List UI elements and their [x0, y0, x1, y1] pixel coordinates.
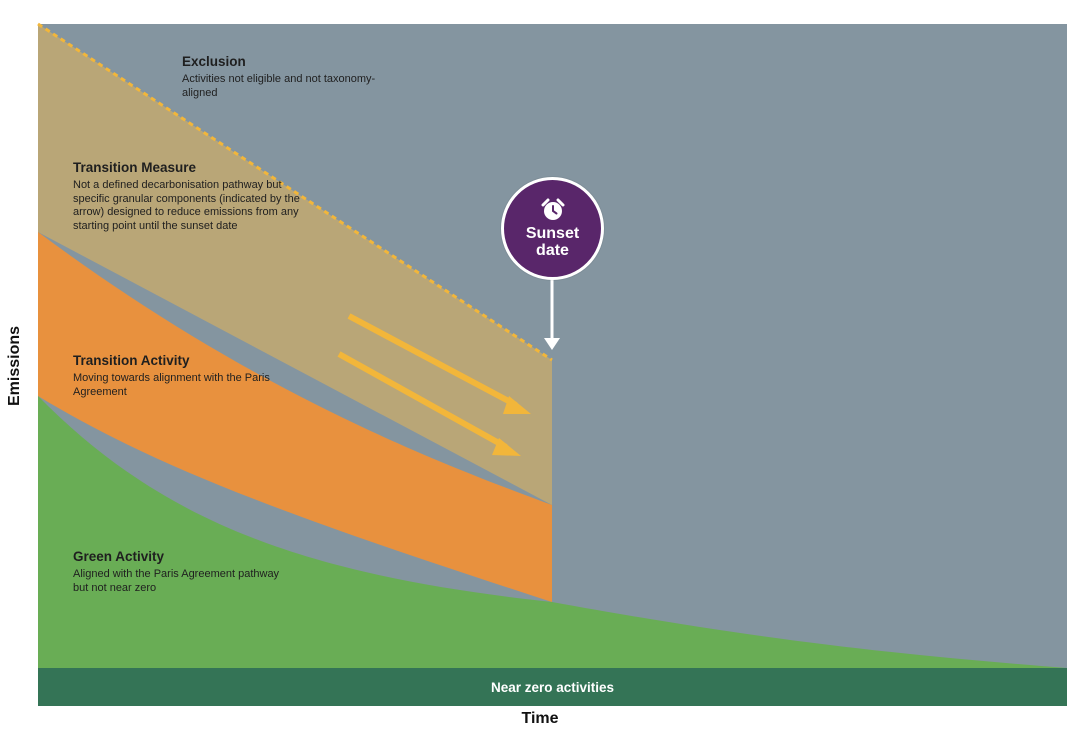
transition-activity-label: Transition Activity Moving towards align…	[73, 353, 273, 399]
granular-arrow-top	[347, 313, 531, 414]
alarm-clock-icon	[541, 198, 564, 220]
transition-measure-title: Transition Measure	[73, 160, 197, 175]
exclusion-title: Exclusion	[182, 54, 246, 69]
granular-arrow-bottom	[337, 351, 521, 456]
near-zero-band: Near zero activities	[38, 668, 1067, 706]
arrow-down-icon	[544, 278, 560, 350]
x-axis-label: Time	[521, 710, 559, 727]
green-activity-area	[38, 396, 1067, 668]
green-activity-title: Green Activity	[73, 549, 165, 564]
transition-activity-area	[38, 232, 552, 602]
exclusion-desc: Activities not eligible and not taxonomy…	[182, 73, 376, 99]
y-axis-label: Emissions	[6, 325, 23, 407]
transition-activity-desc: Moving towards alignment with the Paris …	[73, 372, 270, 398]
green-activity-desc: Aligned with the Paris Agreement pathway…	[73, 568, 280, 594]
sunset-date-badge: Sunset date	[501, 177, 604, 280]
exclusion-label: Exclusion Activities not eligible and no…	[182, 54, 382, 100]
transition-measure-label: Transition Measure Not a defined decarbo…	[73, 160, 313, 233]
transition-activity-title: Transition Activity	[73, 353, 190, 368]
sunset-date-label: Sunset date	[525, 224, 580, 259]
transition-measure-area	[38, 24, 552, 505]
exclusion-boundary-line	[37, 22, 553, 362]
transition-measure-desc: Not a defined decarbonisation pathway bu…	[73, 179, 300, 232]
green-activity-label: Green Activity Aligned with the Paris Ag…	[73, 549, 283, 595]
